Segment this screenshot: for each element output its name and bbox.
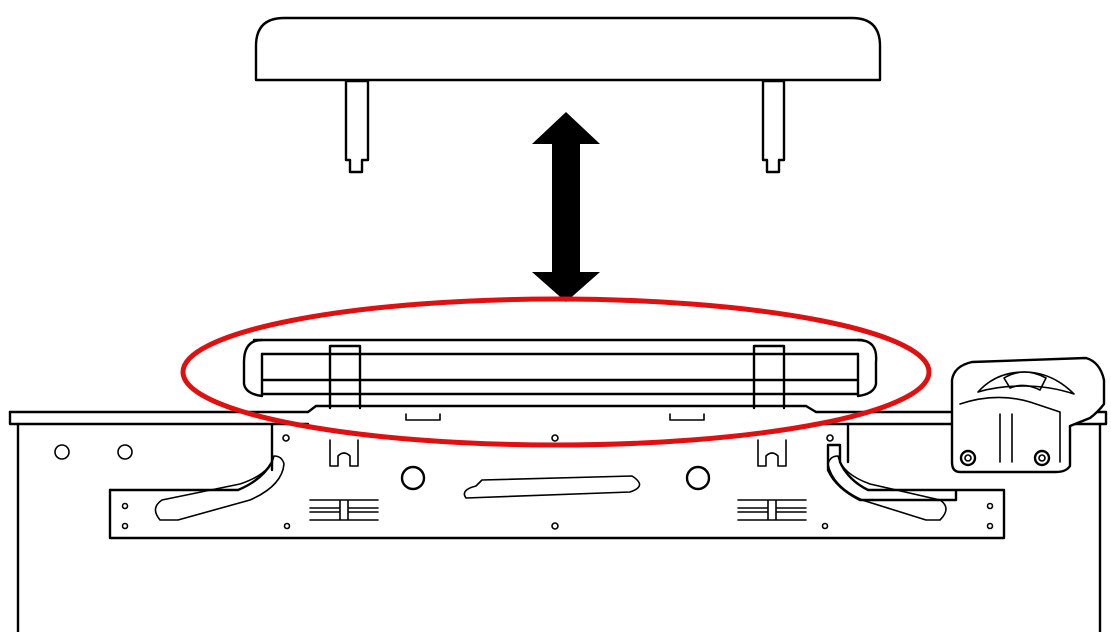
top-cover [254, 16, 882, 82]
up-down-arrow-icon [532, 112, 600, 302]
left-pin [344, 79, 370, 174]
highlight-ellipse [180, 296, 932, 448]
mounting-rail [108, 439, 1006, 540]
rail-assembly [242, 338, 878, 421]
right-pin [761, 79, 786, 174]
corner-bracket [950, 356, 1106, 474]
